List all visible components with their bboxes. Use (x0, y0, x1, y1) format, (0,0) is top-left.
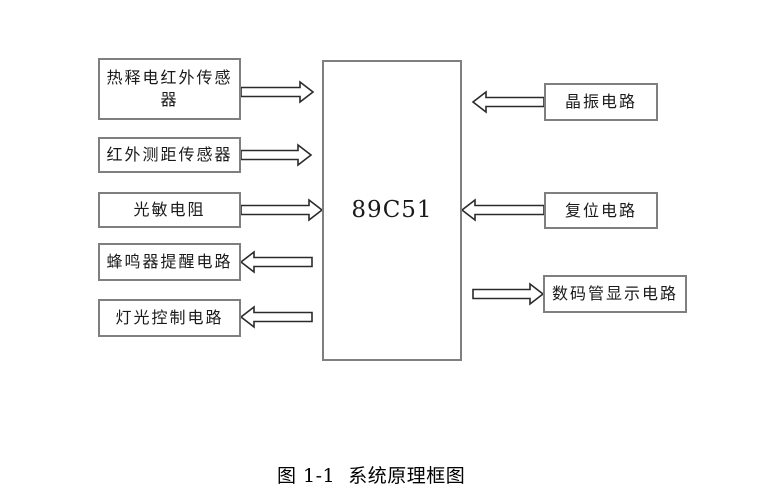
arrow-pyro-to-mcu (240, 80, 315, 104)
block-light-control-circuit-label: 灯光控制电路 (115, 308, 224, 328)
arrow-ir-distance-to-mcu (240, 143, 313, 167)
block-reset-circuit-label: 复位电路 (564, 200, 637, 220)
block-photoresistor-label: 光敏电阻 (133, 200, 206, 220)
block-photoresistor: 光敏电阻 (98, 192, 241, 228)
block-buzzer-alert-circuit-label: 蜂鸣器提醒电路 (106, 252, 233, 272)
block-crystal-circuit: 晶振电路 (544, 83, 658, 121)
arrow-photoresistor-to-mcu (240, 198, 324, 222)
block-ir-distance-sensor-label: 红外测距传感器 (106, 145, 233, 165)
block-ir-distance-sensor: 红外测距传感器 (98, 137, 241, 173)
arrow-reset-to-mcu (460, 198, 545, 222)
block-light-control-circuit: 灯光控制电路 (98, 299, 241, 337)
block-mcu-89c51: 89C51 (322, 60, 462, 361)
block-pyro-sensor-label: 热释电红外传感器 (106, 68, 233, 109)
block-display-circuit-label: 数码管显示电路 (551, 284, 678, 304)
arrow-mcu-to-display (472, 282, 545, 306)
block-crystal-circuit-label: 晶振电路 (564, 92, 637, 112)
block-mcu-89c51-label: 89C51 (351, 196, 433, 223)
block-pyro-sensor: 热释电红外传感器 (98, 58, 241, 120)
block-display-circuit: 数码管显示电路 (543, 275, 687, 313)
arrow-mcu-to-buzzer (239, 250, 313, 274)
figure-caption: 图 1-1 系统原理框图 (277, 465, 466, 487)
block-buzzer-alert-circuit: 蜂鸣器提醒电路 (98, 243, 241, 281)
arrow-mcu-to-light (239, 305, 313, 329)
block-reset-circuit: 复位电路 (544, 192, 658, 229)
arrow-crystal-to-mcu (471, 90, 545, 114)
